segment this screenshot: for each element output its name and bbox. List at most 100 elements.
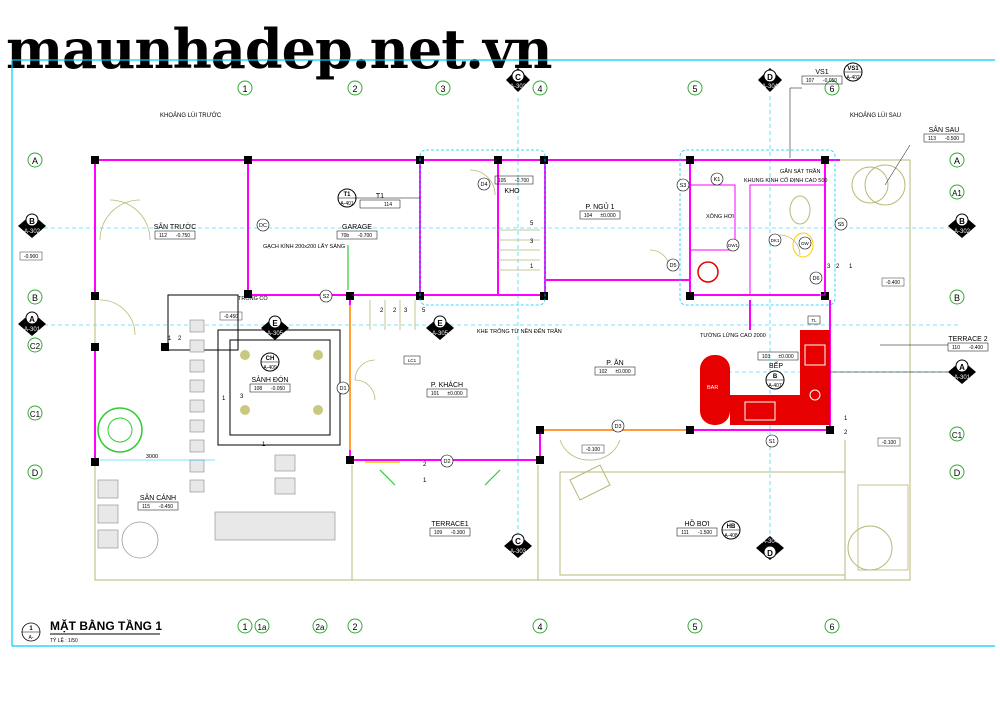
- grid-row-label: C1: [30, 410, 41, 419]
- detail-mark-ch: CH A-409: [260, 352, 280, 372]
- setback-front-label: KHOẢNG LÙI TRƯỚC: [160, 112, 222, 119]
- grid-row-label: A: [32, 156, 38, 166]
- door-tag: TL: [811, 318, 817, 323]
- detail-mark-t1: T1 A-401: [337, 188, 357, 208]
- grid-row-label: B: [32, 293, 38, 303]
- svg-text:C: C: [515, 537, 521, 546]
- grid-col-label: 1: [242, 622, 247, 632]
- svg-text:A-304: A-304: [762, 84, 779, 90]
- door-tag: DK1: [771, 238, 780, 243]
- room-label-bep: 103 ±0.000 BẾP: [757, 351, 799, 370]
- room-label-ho-boi: HỒ BƠI 111 -1.500: [676, 518, 718, 537]
- section-mark-d-top: D A-304: [758, 68, 782, 92]
- grid-col-label: 6: [829, 84, 834, 94]
- svg-text:2: 2: [380, 308, 384, 314]
- svg-text:A-302: A-302: [954, 229, 971, 235]
- door-tag: D2: [443, 459, 450, 465]
- section-mark-e-1: E A-305: [261, 315, 289, 340]
- svg-text:±0.000: ±0.000: [447, 391, 462, 397]
- section-markers: C A-303 D A-304 B A-302 B A-302 A A-301: [18, 62, 976, 560]
- grid-row-label: D: [954, 468, 961, 478]
- svg-text:-0.300: -0.300: [451, 530, 465, 536]
- level-tag: -0.400: [886, 280, 900, 286]
- svg-text:-0.500: -0.500: [945, 136, 959, 142]
- door-tag: K1: [714, 177, 721, 183]
- grid-col-label: 6: [829, 622, 834, 632]
- room-label-p-an: P. ĂN 102 ±0.000: [594, 358, 636, 376]
- section-mark-a-left: A A-301: [18, 311, 46, 336]
- note-trong-co: TRỐNG CỎ: [238, 295, 268, 302]
- stairs: [369, 229, 540, 330]
- grid-row-label: B: [954, 293, 960, 303]
- grid-row-label: D: [32, 468, 39, 478]
- sheet-ref: A-: [29, 635, 34, 641]
- svg-text:A: A: [29, 315, 35, 324]
- svg-text:VS1: VS1: [815, 69, 828, 76]
- svg-text:TERRACE1: TERRACE1: [431, 521, 468, 528]
- section-mark-c-top: C A-303: [506, 68, 530, 92]
- svg-text:2: 2: [423, 462, 427, 468]
- svg-text:110: 110: [952, 345, 960, 351]
- section-mark-e-2: E A-305: [426, 315, 454, 340]
- svg-text:5: 5: [530, 221, 534, 227]
- svg-text:70b: 70b: [341, 233, 350, 239]
- note-tuong-lung: TƯỜNG LỬNG CAO 2000: [700, 332, 766, 339]
- svg-text:P. NGỦ 1: P. NGỦ 1: [585, 202, 614, 211]
- drawing-title: MẶT BẰNG TẦNG 1: [50, 618, 162, 633]
- svg-text:3: 3: [404, 308, 408, 314]
- room-label-terrace1: TERRACE1 109 -0.300: [429, 521, 471, 537]
- stepping-stones: [97, 319, 336, 549]
- svg-text:102: 102: [599, 369, 608, 375]
- door-swings: [99, 169, 801, 461]
- svg-text:A-303: A-303: [510, 84, 527, 90]
- svg-text:C: C: [515, 73, 521, 82]
- svg-text:-0.050: -0.050: [823, 78, 837, 84]
- svg-text:A-305: A-305: [432, 331, 449, 337]
- svg-text:A-302: A-302: [24, 229, 41, 235]
- grid-col-label: 1: [242, 84, 247, 94]
- svg-text:TERRACE 2: TERRACE 2: [948, 336, 987, 343]
- section-mark-d-bottom: D A-304: [756, 536, 784, 560]
- svg-text:B: B: [773, 374, 778, 380]
- svg-text:A-402: A-402: [846, 75, 860, 81]
- title-block: 1 A- MẶT BẰNG TẦNG 1 TỶ LỆ : 1/50: [21, 618, 162, 644]
- svg-text:1: 1: [849, 264, 853, 270]
- svg-text:B: B: [29, 217, 35, 226]
- grid-col-label: 2: [352, 84, 357, 94]
- svg-text:115: 115: [142, 504, 150, 510]
- door-tags: D4 D5 D1 D2 D3 D6 S1 S2 S3 S5 K1 DK1 DW1…: [256, 172, 848, 468]
- grid-row-label: A: [954, 156, 960, 166]
- svg-text:A-304: A-304: [762, 539, 779, 545]
- room-label-san-sau: SÂN SAU 113 -0.500: [923, 125, 965, 143]
- svg-text:5: 5: [422, 308, 426, 314]
- room-label-terrace2: TERRACE 2 110 -0.400: [947, 336, 989, 352]
- svg-text:A-401: A-401: [340, 201, 354, 207]
- note-xong-hoi: XÔNG HƠI: [706, 213, 734, 220]
- door-tag: LC1: [408, 358, 417, 363]
- svg-text:111: 111: [681, 530, 689, 536]
- svg-text:±0.000: ±0.000: [778, 354, 793, 360]
- grid-bubbles-left: A B C2 C1 D: [27, 152, 43, 480]
- svg-text:HB: HB: [727, 524, 736, 530]
- room-label-san-canh: SÂN CẢNH 115 -0.450: [137, 493, 179, 511]
- level-tag: -0.900: [24, 254, 38, 260]
- door-tag: S2: [323, 294, 330, 300]
- svg-text:103: 103: [762, 354, 771, 360]
- grid-col-label: 4: [537, 622, 542, 632]
- door-tag: DW: [801, 241, 809, 246]
- door-tag: DC: [259, 223, 267, 229]
- svg-text:KHO: KHO: [504, 188, 520, 195]
- door-tag: D3: [614, 424, 621, 430]
- svg-text:112: 112: [159, 233, 167, 239]
- svg-text:A-407: A-407: [768, 383, 782, 389]
- svg-text:P. ĂN: P. ĂN: [606, 358, 623, 367]
- room-label-garage: GARAGE 70b -0.700: [336, 224, 378, 240]
- svg-text:VS1: VS1: [847, 66, 859, 72]
- svg-text:2: 2: [836, 264, 840, 270]
- svg-text:HỒ BƠI: HỒ BƠI: [684, 518, 709, 528]
- door-tag: D6: [812, 276, 819, 282]
- svg-text:A-303: A-303: [510, 549, 527, 555]
- grid-bubbles-bottom: 1 1a 2a 2 4 5 6: [237, 618, 840, 634]
- svg-text:107: 107: [806, 78, 815, 84]
- note-khe-trong: KHE TRỐNG TỪ NỀN ĐẾN TRẦN: [477, 328, 562, 335]
